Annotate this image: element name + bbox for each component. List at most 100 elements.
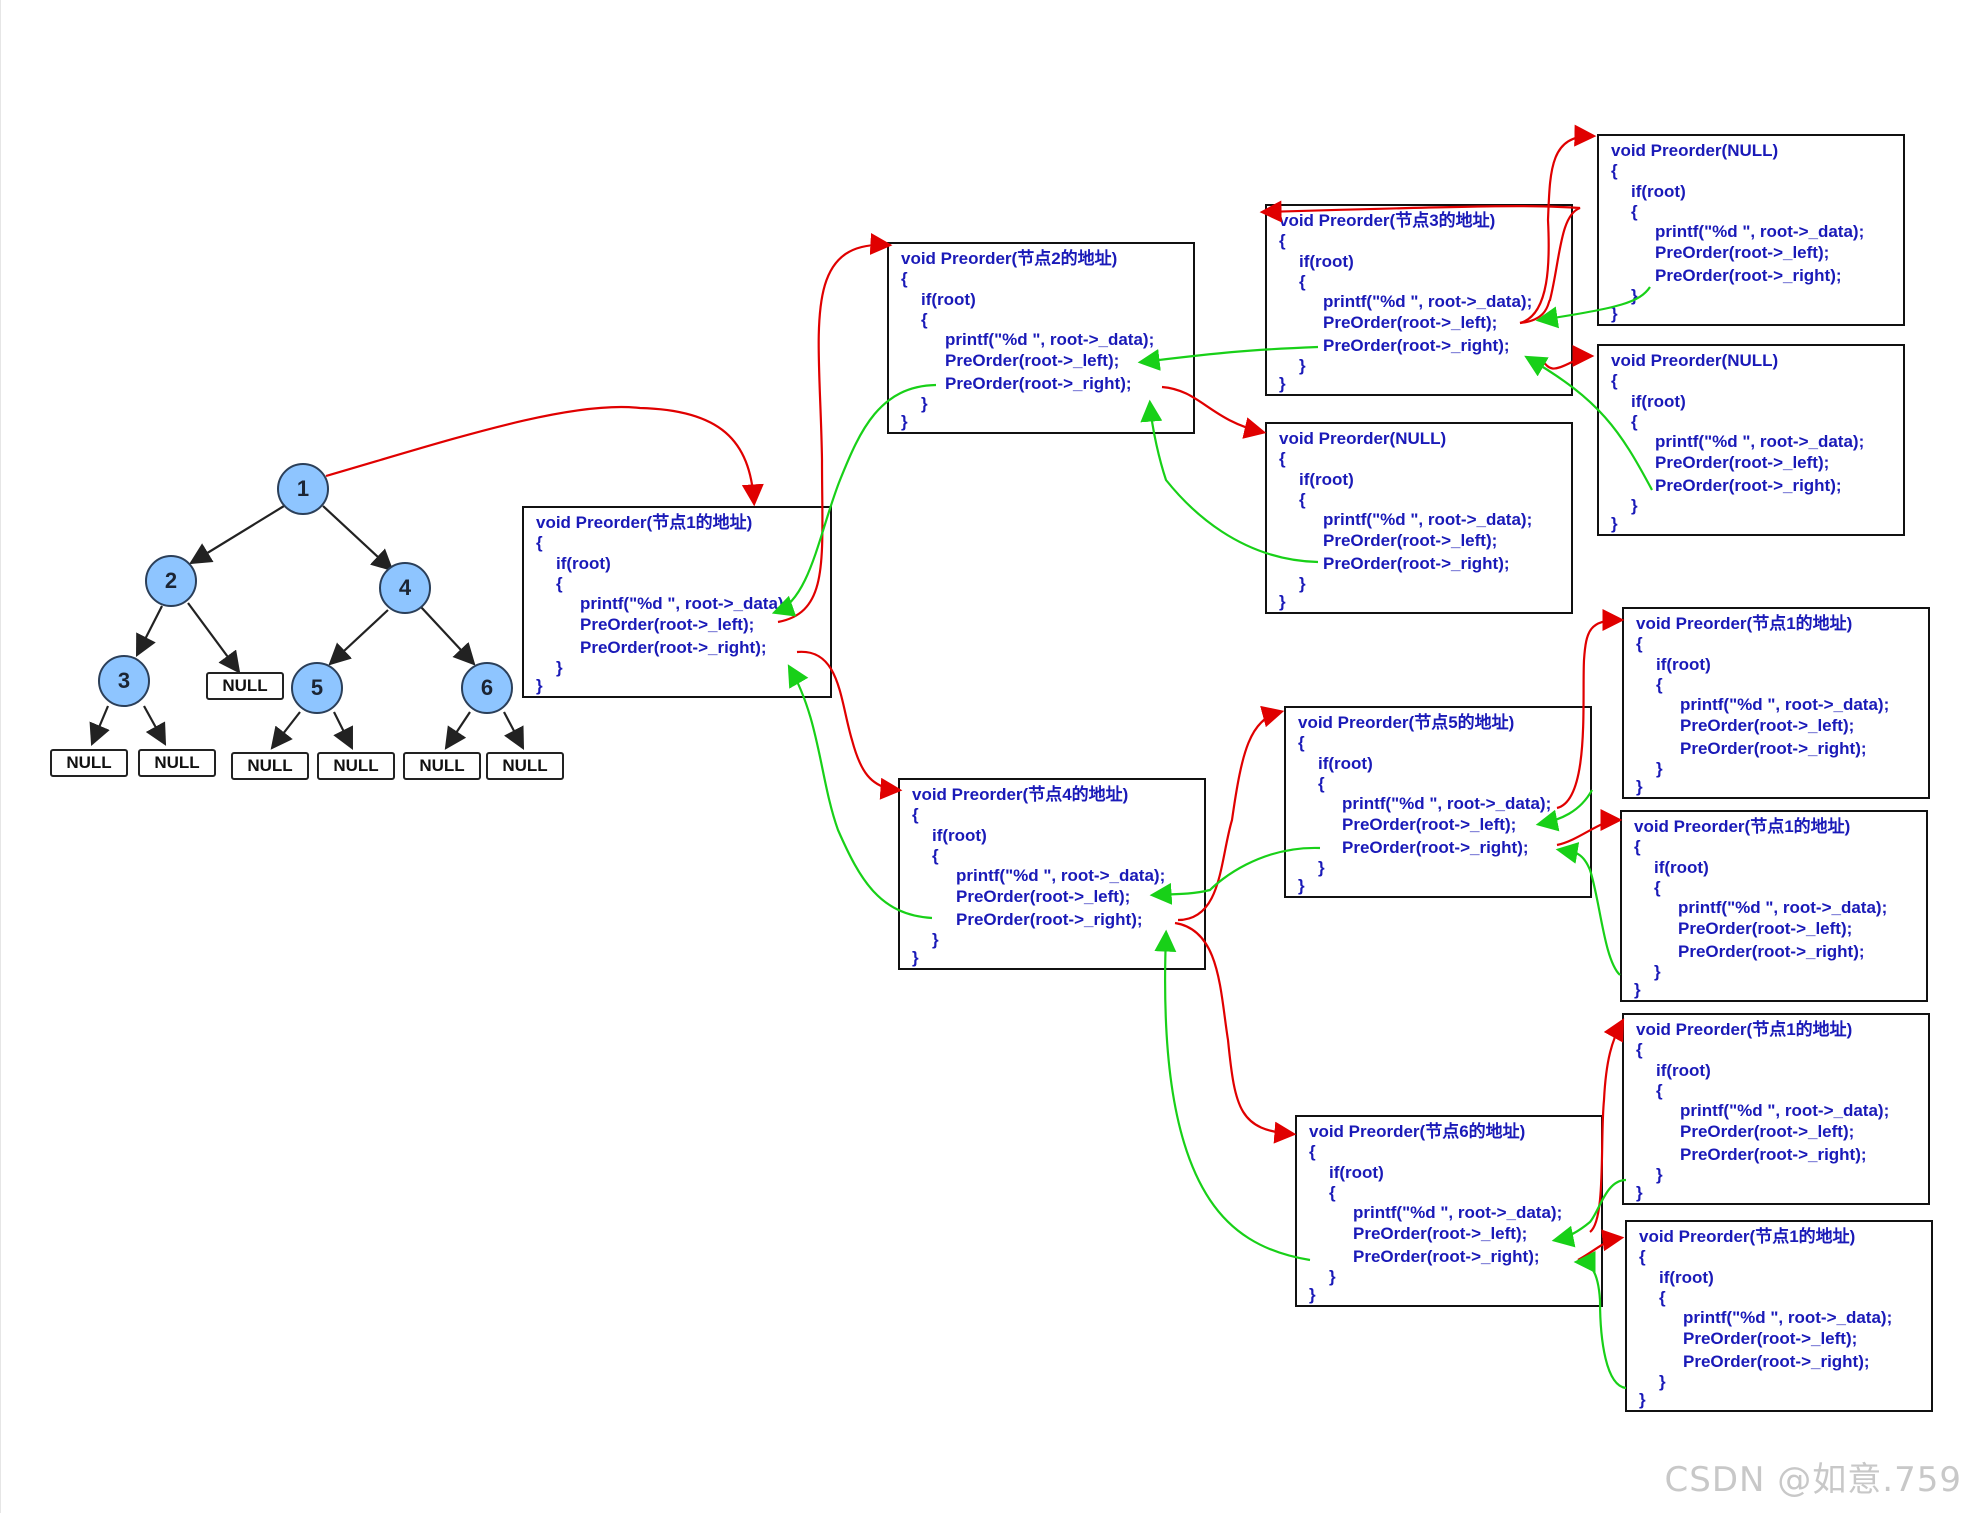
code-line-left-line: PreOrder(root->_left); <box>1678 919 1853 938</box>
null-leaf: NULL <box>403 752 481 780</box>
code-line-left-line: PreOrder(root->_left); <box>1680 716 1855 735</box>
null-leaf: NULL <box>50 749 128 777</box>
tree-node-2: 2 <box>145 555 197 607</box>
code-line-right-line: PreOrder(root->_right); <box>1342 838 1529 857</box>
code-line-close-brace: } <box>1298 876 1305 895</box>
code-line-if-line: if(root) <box>1631 182 1686 201</box>
code-line-inner-open: { <box>1631 412 1638 431</box>
call-arrows <box>325 124 1625 1261</box>
code-box: void Preorder(节点1的地址){if(root){printf("%… <box>1620 810 1928 1002</box>
code-box-header: void Preorder(节点6的地址) <box>1309 1122 1526 1141</box>
code-box: void Preorder(节点1的地址){if(root){printf("%… <box>1625 1220 1933 1412</box>
code-line-if-line: if(root) <box>921 290 976 309</box>
code-line-printf-line: printf("%d ", root->_data); <box>1655 432 1865 451</box>
code-line-printf-line: printf("%d ", root->_data); <box>580 594 790 613</box>
code-line-left-line: PreOrder(root->_left); <box>580 615 755 634</box>
code-line-close-brace: } <box>1634 980 1641 999</box>
code-box-header: void Preorder(节点1的地址) <box>1636 1020 1853 1039</box>
code-line-open-brace: { <box>1279 449 1286 468</box>
code-line-close-brace: } <box>1309 1285 1316 1304</box>
code-box: void Preorder(节点6的地址){if(root){printf("%… <box>1295 1115 1603 1307</box>
code-line-right-line: PreOrder(root->_right); <box>580 638 767 657</box>
code-line-inner-close: } <box>1656 1165 1663 1184</box>
code-line-open-brace: { <box>1611 161 1618 180</box>
code-line-close-brace: } <box>912 948 919 967</box>
code-box: void Preorder(NULL){if(root){printf("%d … <box>1597 134 1905 326</box>
null-leaf: NULL <box>231 752 309 780</box>
code-box-header: void Preorder(节点1的地址) <box>536 513 753 532</box>
tree-node-1: 1 <box>277 463 329 515</box>
code-line-right-line: PreOrder(root->_right); <box>1655 266 1842 285</box>
null-leaf: NULL <box>206 672 284 700</box>
code-line-inner-open: { <box>556 574 563 593</box>
code-box: void Preorder(节点5的地址){if(root){printf("%… <box>1284 706 1592 898</box>
code-line-if-line: if(root) <box>556 554 611 573</box>
null-leaf: NULL <box>138 749 216 777</box>
code-box: void Preorder(节点3的地址){if(root){printf("%… <box>1265 204 1573 396</box>
code-line-if-line: if(root) <box>1299 252 1354 271</box>
code-line-if-line: if(root) <box>1299 470 1354 489</box>
code-line-open-brace: { <box>1636 634 1643 653</box>
code-line-open-brace: { <box>901 269 908 288</box>
code-line-left-line: PreOrder(root->_left); <box>1680 1122 1855 1141</box>
watermark: CSDN @如意.759 <box>1664 1460 1962 1500</box>
code-line-left-line: PreOrder(root->_left); <box>1323 531 1498 550</box>
code-line-inner-open: { <box>1656 1081 1663 1100</box>
code-line-open-brace: { <box>1309 1142 1316 1161</box>
code-line-inner-close: } <box>1654 962 1661 981</box>
code-line-right-line: PreOrder(root->_right); <box>1680 739 1867 758</box>
code-line-open-brace: { <box>1639 1247 1646 1266</box>
code-line-inner-close: } <box>1318 858 1325 877</box>
code-line-inner-close: } <box>1656 759 1663 778</box>
code-box-header: void Preorder(NULL) <box>1611 351 1779 370</box>
code-line-printf-line: printf("%d ", root->_data); <box>1680 695 1890 714</box>
code-line-open-brace: { <box>1298 733 1305 752</box>
code-line-right-line: PreOrder(root->_right); <box>1323 336 1510 355</box>
code-line-printf-line: printf("%d ", root->_data); <box>1323 292 1533 311</box>
code-line-printf-line: printf("%d ", root->_data); <box>1342 794 1552 813</box>
code-line-if-line: if(root) <box>1631 392 1686 411</box>
code-line-left-line: PreOrder(root->_left); <box>1323 313 1498 332</box>
code-line-open-brace: { <box>912 805 919 824</box>
code-box-header: void Preorder(节点3的地址) <box>1279 211 1496 230</box>
code-line-inner-close: } <box>1329 1267 1336 1286</box>
code-line-inner-close: } <box>921 394 928 413</box>
code-box-header: void Preorder(节点4的地址) <box>912 785 1129 804</box>
code-line-printf-line: printf("%d ", root->_data); <box>1680 1101 1890 1120</box>
code-line-right-line: PreOrder(root->_right); <box>1323 554 1510 573</box>
code-box: void Preorder(NULL){if(root){printf("%d … <box>1597 344 1905 536</box>
code-line-close-brace: } <box>1611 514 1618 533</box>
code-line-printf-line: printf("%d ", root->_data); <box>945 330 1155 349</box>
code-line-left-line: PreOrder(root->_left); <box>1342 815 1517 834</box>
code-line-right-line: PreOrder(root->_right); <box>1680 1145 1867 1164</box>
code-line-inner-close: } <box>932 930 939 949</box>
code-line-inner-open: { <box>1654 878 1661 897</box>
code-line-right-line: PreOrder(root->_right); <box>945 374 1132 393</box>
code-box-header: void Preorder(节点1的地址) <box>1634 817 1851 836</box>
tree-node-6: 6 <box>461 662 513 714</box>
code-line-left-line: PreOrder(root->_left); <box>945 351 1120 370</box>
code-line-left-line: PreOrder(root->_left); <box>1683 1329 1858 1348</box>
code-line-printf-line: printf("%d ", root->_data); <box>1678 898 1888 917</box>
code-line-inner-open: { <box>1329 1183 1336 1202</box>
return-arrows <box>771 286 1653 1390</box>
code-box-header: void Preorder(节点5的地址) <box>1298 713 1515 732</box>
code-line-inner-close: } <box>1299 574 1306 593</box>
code-line-inner-open: { <box>1299 490 1306 509</box>
code-line-inner-close: } <box>1631 286 1638 305</box>
code-line-printf-line: printf("%d ", root->_data); <box>1353 1203 1563 1222</box>
code-line-open-brace: { <box>1279 231 1286 250</box>
code-line-if-line: if(root) <box>932 826 987 845</box>
code-box-header: void Preorder(NULL) <box>1611 141 1779 160</box>
null-leaf: NULL <box>317 752 395 780</box>
code-line-close-brace: } <box>1279 374 1286 393</box>
code-box: void Preorder(节点4的地址){if(root){printf("%… <box>898 778 1206 970</box>
code-box: void Preorder(节点1的地址){if(root){printf("%… <box>1622 607 1930 799</box>
code-line-inner-open: { <box>1318 774 1325 793</box>
code-line-right-line: PreOrder(root->_right); <box>1353 1247 1540 1266</box>
code-line-left-line: PreOrder(root->_left); <box>1655 453 1830 472</box>
tree-node-4: 4 <box>379 562 431 614</box>
code-box-header: void Preorder(节点2的地址) <box>901 249 1118 268</box>
